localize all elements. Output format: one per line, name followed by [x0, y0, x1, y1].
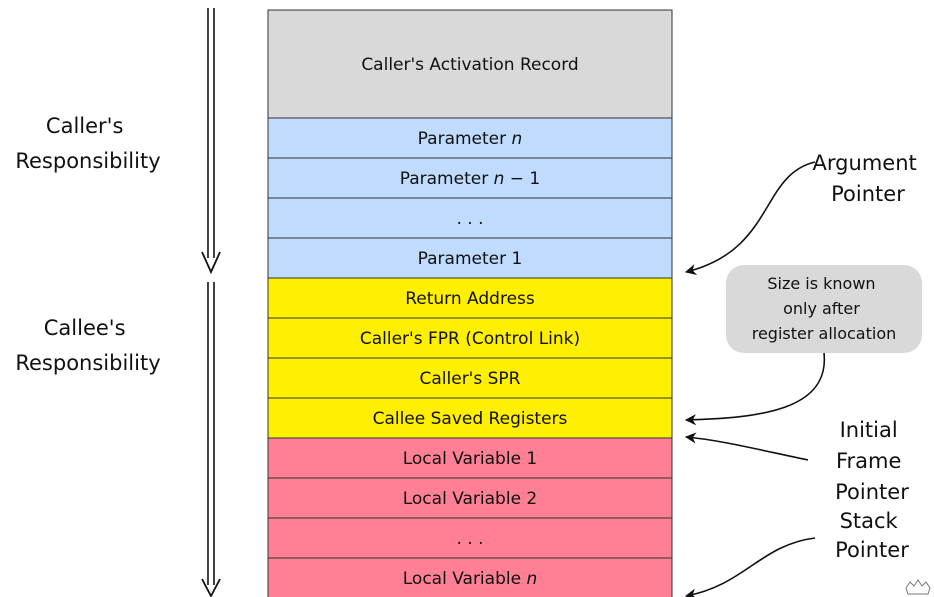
callee-responsibility-arrow [201, 282, 221, 597]
stack-cell-label-text: . . . [456, 209, 483, 229]
stack-cell-local-variable-2: Local Variable 2 [267, 477, 673, 519]
stack-cell-callers-activation-record: Caller's Activation Record [267, 9, 673, 119]
frame-pointer-line-3: Pointer [835, 480, 909, 504]
frame-pointer-line-1: Initial [840, 418, 898, 442]
callee-label-line-2: Responsibility [15, 351, 160, 375]
stack-cell-local-variable-1: Local Variable 1 [267, 437, 673, 479]
caller-label-line-1: Caller's [46, 114, 123, 138]
frame-pointer-arrow [684, 432, 809, 461]
stack-cell-label-text: Caller's SPR [420, 369, 521, 389]
note-line-3: register allocation [752, 324, 897, 343]
stack-cell-label-text: Parameter [418, 129, 512, 149]
stack-cell-label: . . . [456, 529, 483, 549]
stack-cell-box [267, 437, 673, 479]
stack-cell-box [267, 277, 673, 319]
note-line-2: only after [783, 299, 860, 318]
stack-cell-label-text: Parameter [400, 169, 494, 189]
frame-pointer-label: Initial Frame Pointer [835, 418, 909, 504]
argument-pointer-line-1: Argument [813, 151, 917, 175]
stack-cell-label-italic: n [512, 129, 523, 149]
stack-cell-label-text: Parameter 1 [418, 249, 523, 269]
stack-cell-label-text: . . . [456, 529, 483, 549]
stack-cell-local-variable-n: Local Variable n [267, 557, 673, 597]
stack-cell-box [267, 197, 673, 239]
stack-cell-label: Caller's SPR [420, 369, 521, 389]
argument-pointer-line-2: Pointer [831, 182, 905, 206]
argument-pointer-label: Argument Pointer [813, 151, 924, 206]
stack-cell-label: Callee Saved Registers [373, 409, 568, 429]
stack-cell-box [267, 357, 673, 399]
stack-cell-label: Caller's FPR (Control Link) [360, 329, 580, 349]
stack-cell-parameter-n-minus-1: Parameter n − 1 [267, 157, 673, 199]
stack-cell-callee-saved-registers: Callee Saved Registers [267, 397, 673, 439]
stack-cell-label-text: Caller's Activation Record [361, 55, 578, 75]
stack-cell-box [267, 517, 673, 559]
stack-cell-label-italic: n [526, 569, 537, 589]
stack-cell-parameter-ellipsis: . . . [267, 197, 673, 239]
stack-pointer-line-2: Pointer [835, 538, 909, 562]
caller-responsibility-arrow [201, 8, 221, 275]
caller-label-line-2: Responsibility [15, 149, 160, 173]
stack-cell-label: . . . [456, 209, 483, 229]
stack-pointer-line-1: Stack [840, 509, 899, 533]
note-line-1: Size is known [767, 274, 875, 293]
stack-cell-box [267, 157, 673, 199]
caller-responsibility-label: Caller's Responsibility [15, 114, 160, 173]
stack-cell-callers-fpr: Caller's FPR (Control Link) [267, 317, 673, 359]
stack-cell-label: Local Variable n [403, 569, 537, 589]
stack-cell-label-text: Callee Saved Registers [373, 409, 568, 429]
stack-cell-label-text: Local Variable [403, 569, 527, 589]
stack-cell-label-italic: n [494, 169, 505, 189]
stack-cell-label: Parameter n − 1 [400, 169, 541, 189]
stack-cell-callers-spr: Caller's SPR [267, 357, 673, 399]
stack-cell-label: Local Variable 1 [403, 449, 538, 469]
stack-cell-label: Local Variable 2 [403, 489, 538, 509]
note-arrow [684, 352, 826, 426]
stack-cell-local-variable-ellipsis: . . . [267, 517, 673, 559]
stack-cell-box [267, 237, 673, 279]
stack-cell-label-text: Local Variable 1 [403, 449, 538, 469]
note-bubble [726, 265, 922, 353]
stack-cell-label: Parameter 1 [418, 249, 523, 269]
callee-responsibility-label: Callee's Responsibility [15, 316, 160, 375]
callee-label-line-1: Callee's [44, 316, 126, 340]
stack-cell-parameter-1: Parameter 1 [267, 237, 673, 279]
stack-cell-parameter-n: Parameter n [267, 117, 673, 159]
stack-cell-label-suffix: − 1 [504, 169, 540, 189]
stack-cell-label-text: Local Variable 2 [403, 489, 538, 509]
stack-cell-box [267, 9, 673, 119]
stack-cell-box [267, 477, 673, 519]
logo-icon [905, 579, 931, 595]
stack-cell-label: Parameter n [418, 129, 523, 149]
stack-pointer-arrow [684, 537, 816, 597]
stack-cell-label-text: Return Address [405, 289, 535, 309]
argument-pointer-arrow [684, 161, 816, 276]
register-allocation-note: Size is known only after register alloca… [726, 265, 922, 353]
stack-cell-return-address: Return Address [267, 277, 673, 319]
stack-cell-label: Return Address [405, 289, 535, 309]
stack-cell-box [267, 117, 673, 159]
frame-pointer-line-2: Frame [836, 449, 901, 473]
stack-cell-label-text: Caller's FPR (Control Link) [360, 329, 580, 349]
stack-pointer-label: Stack Pointer [835, 509, 909, 562]
stack-cell-box [267, 557, 673, 597]
stack-cell-label: Caller's Activation Record [361, 55, 578, 75]
svg-text:Size is known only after: Size is known only after register alloca… [752, 274, 897, 343]
